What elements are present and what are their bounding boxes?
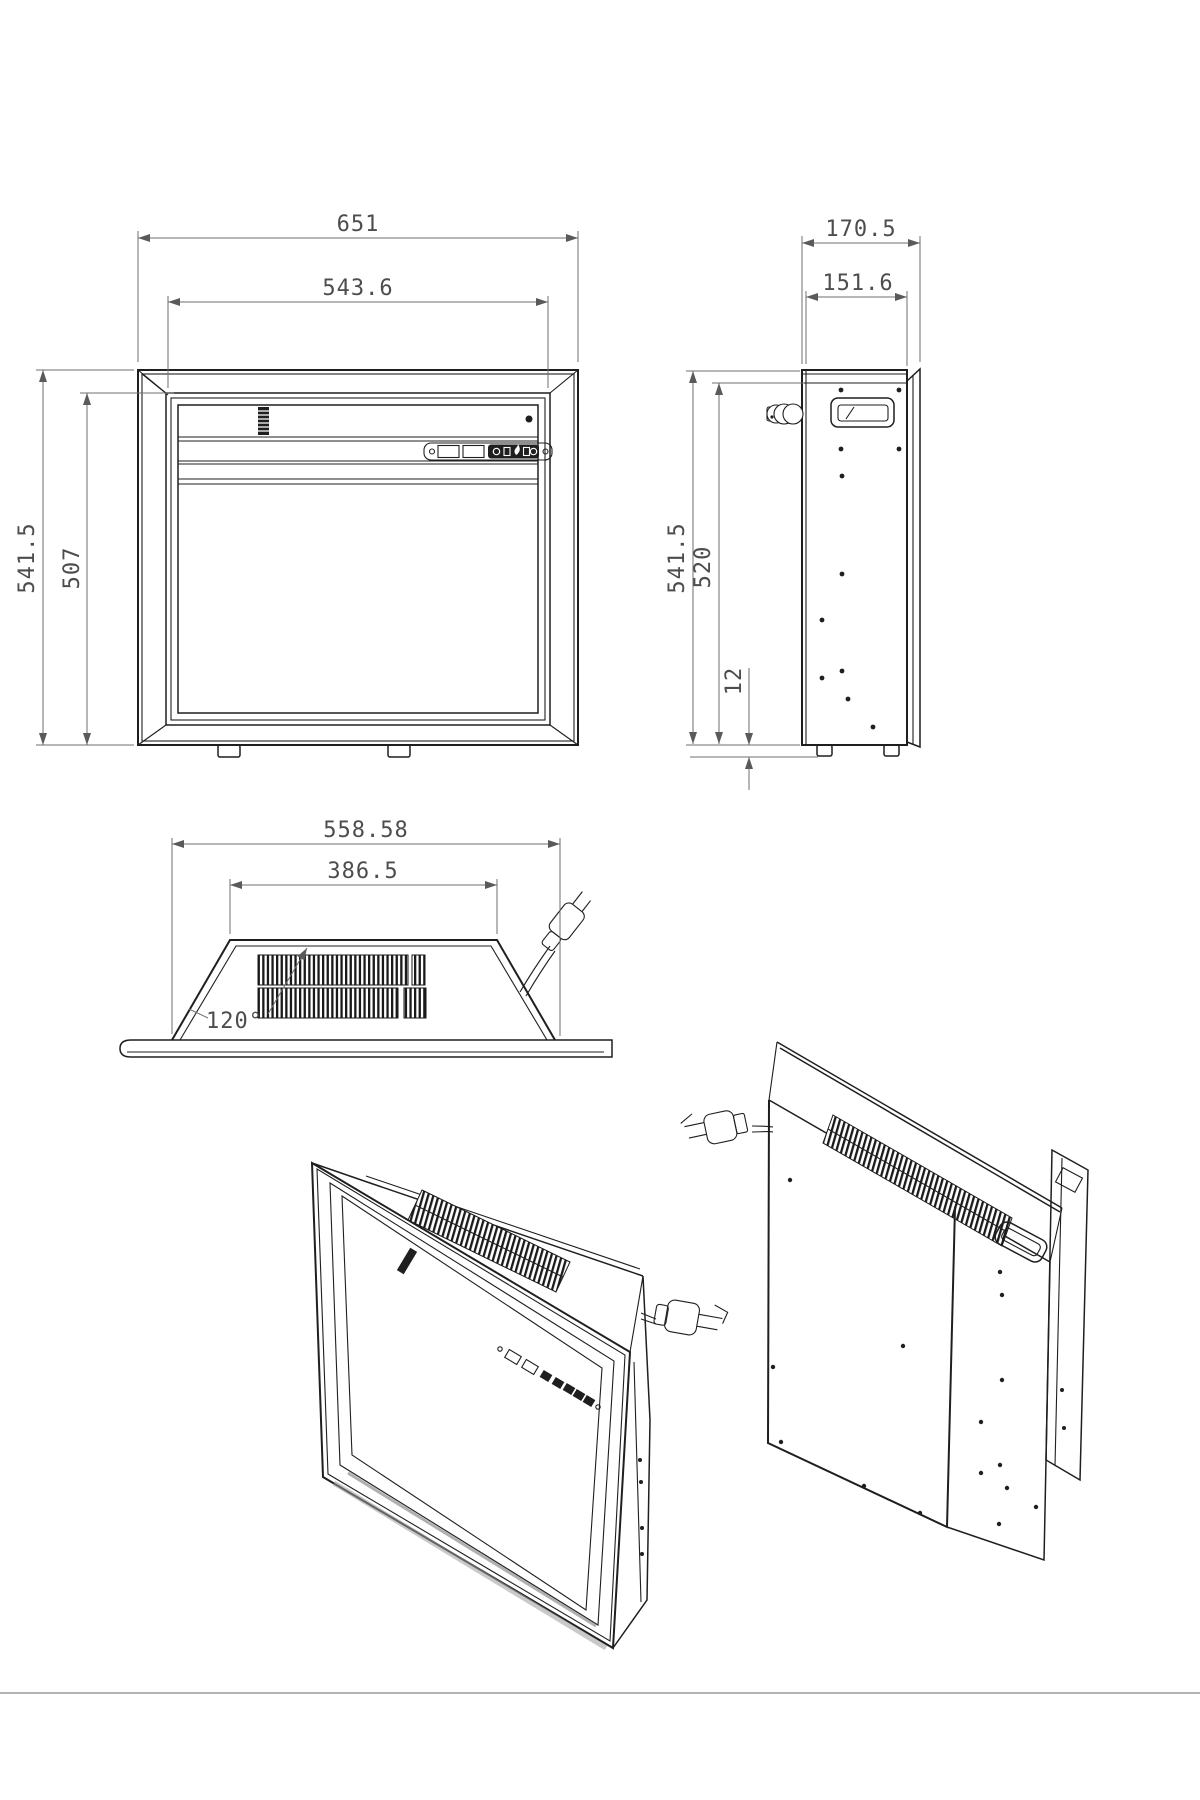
thermostat-icon	[529, 447, 538, 456]
panel-screw-right	[542, 448, 549, 455]
interior-bands	[178, 436, 538, 485]
timer-icon	[522, 446, 531, 457]
rocker-button-2	[462, 444, 485, 459]
dim-top-bevel-angle: 120°	[206, 1009, 263, 1034]
iso-back-panel	[766, 1099, 956, 1529]
dim-side-foot-height: 12	[722, 667, 747, 696]
cord-gland	[766, 403, 804, 425]
dim-top-width-base: 558.58	[323, 818, 408, 843]
iso-rear-ridge	[776, 1041, 1063, 1213]
dim-front-width-inner: 543.6	[322, 276, 393, 301]
dim-front-height-outer: 541.5	[15, 522, 40, 593]
leader-arrow	[267, 947, 308, 1015]
iso-glass	[341, 1194, 603, 1611]
panel-screw-left	[428, 448, 436, 455]
side-foot-rear	[816, 744, 833, 757]
flame-icon	[514, 444, 520, 455]
mitre-joints	[137, 369, 579, 746]
rocker-button-1	[437, 444, 460, 459]
iso-top-ridge	[311, 1162, 644, 1277]
front-outer-frame	[137, 369, 579, 746]
iso-flange-strip	[1045, 1148, 1089, 1482]
indicator-dot	[525, 415, 533, 423]
side-foot-front	[883, 744, 900, 757]
front-foot-left	[217, 744, 241, 758]
button-cluster	[488, 444, 539, 459]
side-view-dimensions: 170.5 151.6 541.5 520 12	[665, 217, 921, 790]
control-panel	[423, 442, 553, 461]
mode-icon	[503, 446, 511, 457]
dim-side-depth-inner: 151.6	[822, 271, 893, 296]
dim-side-depth-outer: 170.5	[825, 217, 896, 242]
screw-holes	[819, 387, 902, 730]
dim-top-width-top: 386.5	[327, 859, 398, 884]
iso-handle-slot	[994, 1221, 1048, 1263]
vent-grille	[257, 954, 427, 1019]
iso-front-power-plug	[640, 1299, 729, 1336]
dim-side-height-outer: 541.5	[665, 522, 690, 593]
power-plug	[519, 891, 592, 997]
top-view-dimensions: 558.58 386.5 120°	[171, 818, 561, 1036]
handle-slot	[830, 397, 895, 428]
top-flange-bar	[119, 1039, 613, 1058]
iso-front-view	[310, 1161, 729, 1651]
dim-side-height-inner: 520	[691, 546, 716, 589]
flame-adjuster-knob	[258, 407, 269, 435]
front-view: 651 543.6 541.5 507	[15, 212, 579, 758]
top-view: 558.58 386.5 120°	[119, 818, 613, 1058]
iso-flame-adjuster	[396, 1247, 418, 1275]
iso-rear-view	[680, 1041, 1089, 1562]
dim-front-width-outer: 651	[337, 212, 380, 237]
front-view-dimensions: 651 543.6 541.5 507	[15, 212, 579, 746]
iso-screw-holes	[770, 1177, 1039, 1527]
dim-front-height-inner: 507	[60, 547, 85, 590]
power-icon	[492, 447, 501, 456]
top-slope-outline	[171, 939, 556, 1041]
side-body	[801, 369, 908, 746]
iso-control-panel	[497, 1346, 601, 1410]
side-view: 170.5 151.6 541.5 520 12	[665, 217, 921, 790]
iso-right-side	[612, 1275, 651, 1649]
front-glass-opening	[177, 404, 539, 714]
iso-rear-power-plug	[680, 1110, 774, 1145]
front-foot-right	[387, 744, 411, 758]
front-inner-frame	[165, 392, 551, 726]
